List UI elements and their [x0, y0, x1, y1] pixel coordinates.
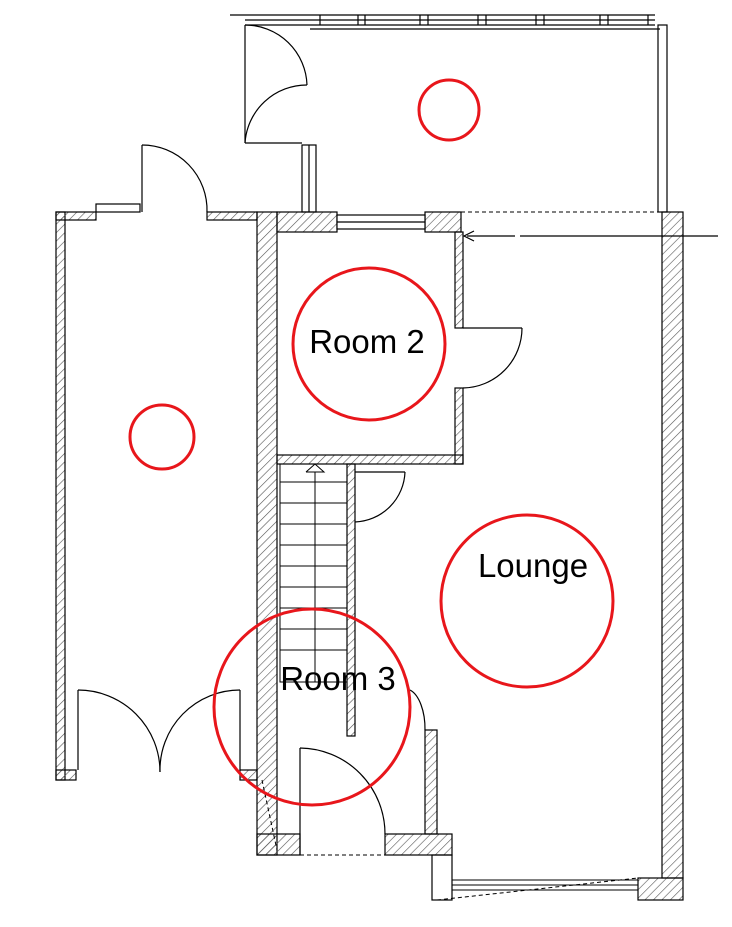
top-french-doors — [244, 24, 308, 144]
room-markers — [128, 78, 615, 807]
understair-door — [354, 471, 406, 523]
room3-arc-stub — [409, 689, 426, 731]
left-outer-wall — [55, 211, 66, 781]
doors — [77, 144, 523, 855]
room3-marker — [212, 607, 412, 807]
left-room-french-doors — [77, 689, 241, 773]
lounge-right-wall — [661, 211, 684, 879]
room2-door — [462, 327, 523, 389]
entry-arrow — [462, 230, 718, 242]
stair-arrow — [305, 463, 326, 473]
room3-bottom-wall-left — [256, 833, 301, 856]
left-room-top-door — [141, 144, 208, 213]
lounge-marker — [439, 513, 615, 689]
top-extension — [230, 14, 668, 213]
top-right-wall — [657, 24, 668, 213]
room3-bottom-wall-right — [384, 833, 453, 856]
room3-door — [299, 747, 386, 855]
top-window-mullions — [319, 15, 649, 25]
lounge-label: Lounge — [478, 547, 588, 584]
room2-top-wall — [276, 211, 338, 233]
room2-right-wall — [454, 231, 464, 329]
bay-left-wall — [431, 854, 453, 901]
bay-bottom-right-wall — [637, 877, 684, 901]
staircase — [279, 463, 348, 683]
central-spine-wall — [256, 211, 278, 856]
room2-bottom-wall — [276, 454, 464, 465]
main-walls — [55, 203, 684, 901]
room3-right-wall — [424, 729, 438, 835]
room2-marker — [291, 266, 447, 422]
bay-window — [452, 879, 638, 891]
left-top-window — [95, 203, 141, 213]
room2-label: Room 2 — [309, 323, 425, 360]
left-top-wall — [206, 211, 258, 221]
left-room-marker — [128, 403, 196, 471]
room3-label: Room 3 — [280, 660, 396, 697]
top-room-marker — [417, 78, 481, 142]
dashed-lines — [261, 211, 662, 901]
